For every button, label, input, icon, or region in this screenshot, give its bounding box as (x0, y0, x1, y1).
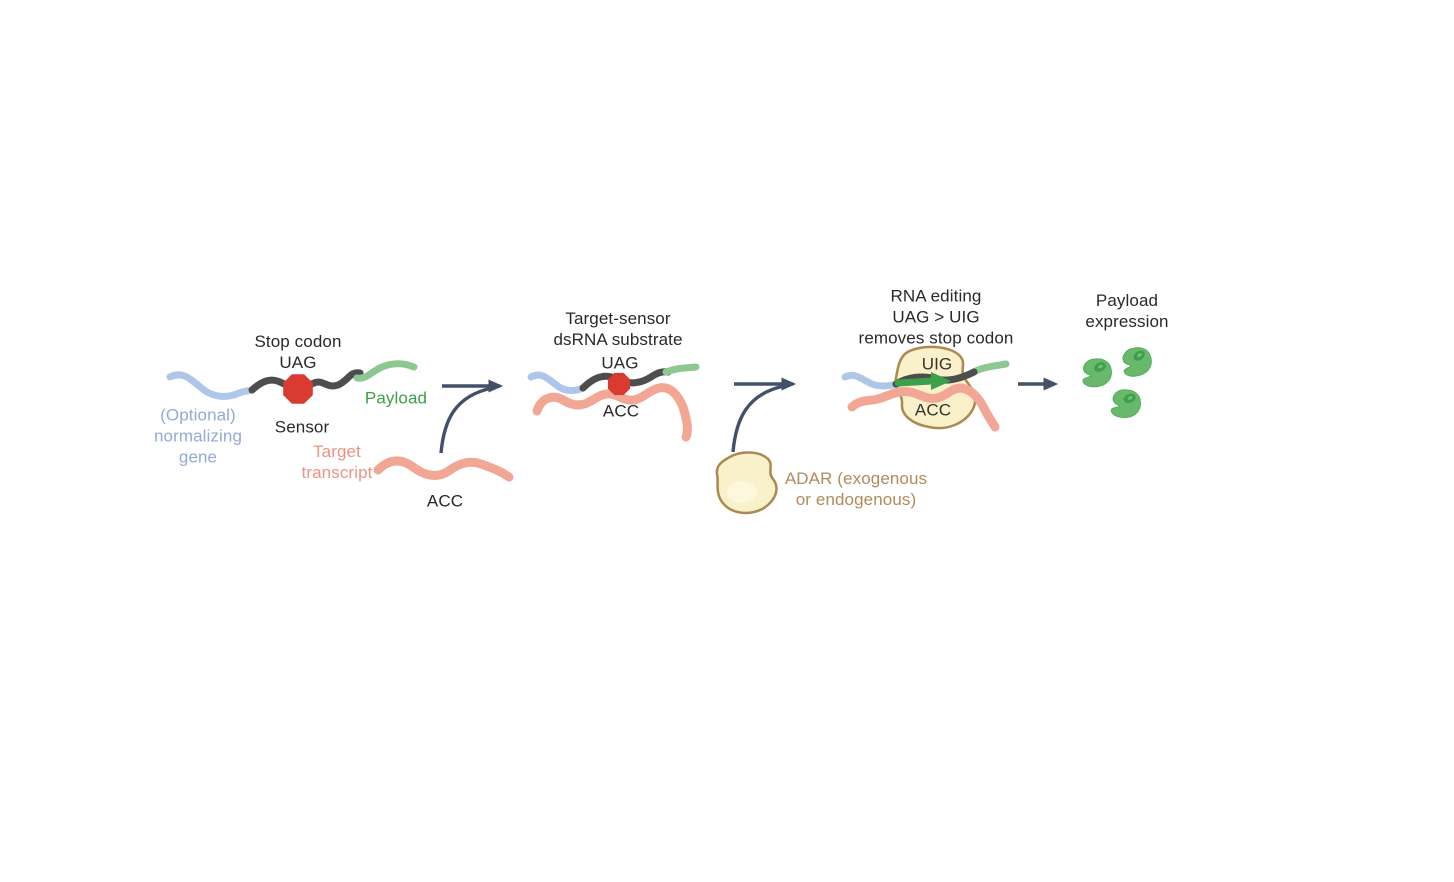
target-transcript-label: Target transcript (301, 442, 373, 482)
payload-label: Payload (364, 388, 428, 408)
edited-target-line (847, 383, 1000, 432)
free-target-transcript-line (373, 456, 514, 482)
target-codon-label-3: ACC (914, 400, 952, 420)
duplex-target-line (532, 383, 692, 442)
merge-arrow-2 (731, 377, 797, 453)
edit-readthrough-arrow-icon (894, 372, 951, 390)
sensor-line (248, 369, 364, 394)
stop-sign-small-icon (607, 372, 631, 396)
target-codon-label-1: ACC (426, 491, 464, 511)
step3-title: RNA editing UAG > UIG removes stop codon (858, 286, 1014, 348)
duplex-normalizing-line (527, 371, 587, 394)
sensor-label: Sensor (274, 417, 330, 437)
normalizing-gene-line (166, 371, 256, 400)
edited-codon-label: UIG (921, 354, 953, 374)
payload-protein-icons (1082, 345, 1154, 420)
stop-codon-label: Stop codon UAG (254, 332, 342, 372)
edited-normalizing-line (841, 371, 902, 390)
duplex-sensor-line (579, 368, 672, 392)
merge-arrow-1 (439, 379, 504, 454)
stop-sign-icon (283, 374, 313, 404)
step2-title: Target-sensor dsRNA substrate (553, 309, 683, 349)
target-codon-label-2: ACC (602, 401, 640, 421)
duplex-payload-line (662, 363, 700, 376)
payload-line (353, 360, 418, 382)
adar-label: ADAR (exogenous or endogenous) (784, 469, 928, 509)
step4-title: Payload expression (1085, 291, 1169, 331)
sensor-codon-label-2: UAG (601, 353, 639, 373)
normalizing-gene-label: (Optional) normalizing gene (153, 405, 243, 467)
adar-enzyme-blob (715, 451, 778, 515)
